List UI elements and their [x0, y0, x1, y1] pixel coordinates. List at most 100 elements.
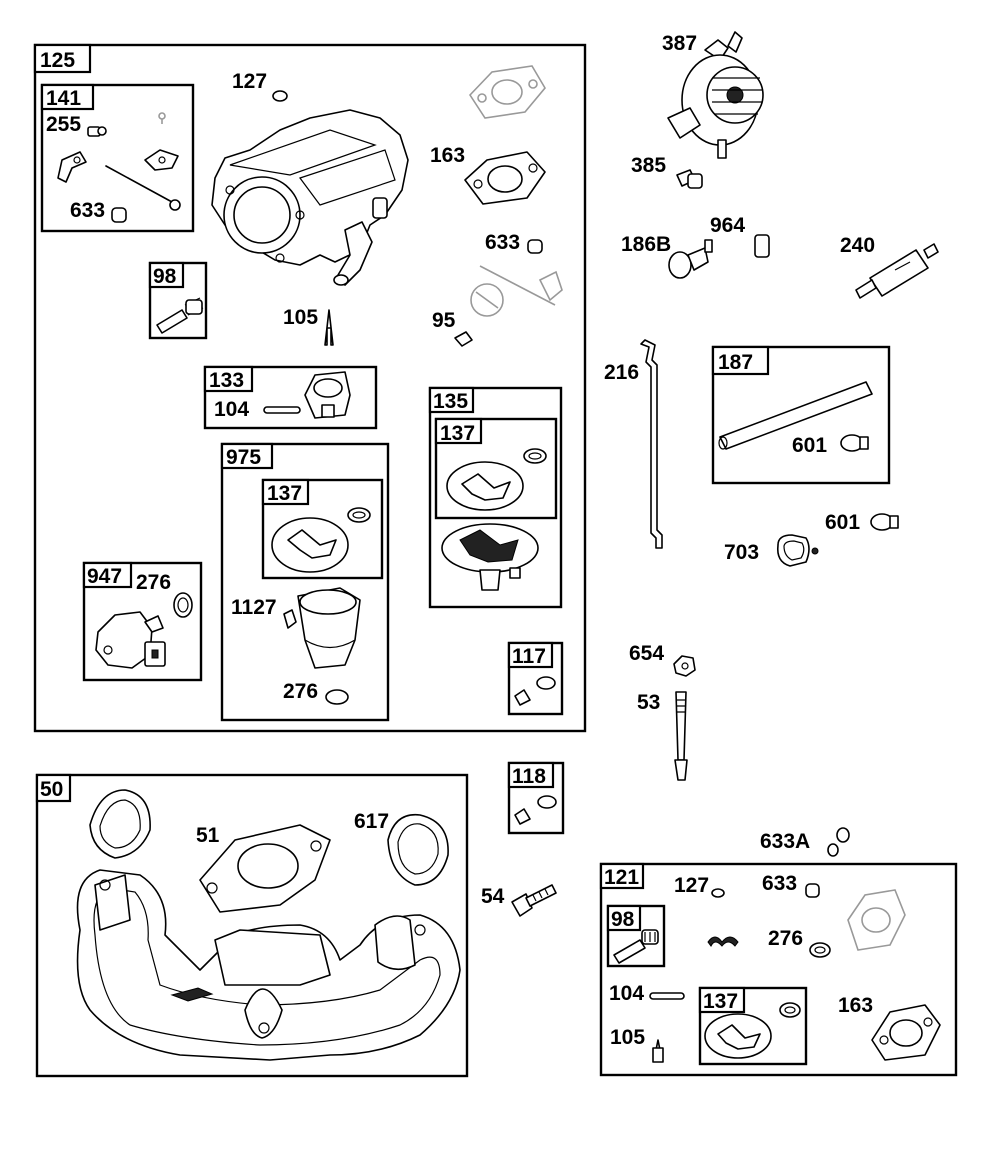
part-label-276-975[interactable]: 276 [283, 680, 318, 703]
group-box-121 [599, 862, 958, 1077]
part-label-186B[interactable]: 186B [621, 233, 671, 256]
part-label-276-947[interactable]: 276 [136, 571, 171, 594]
part-label-51[interactable]: 51 [196, 824, 220, 847]
screw-118-icon [514, 808, 531, 825]
group-label-975[interactable]: 975 [226, 446, 261, 469]
part-label-104-133[interactable]: 104 [214, 398, 249, 421]
group-box-137-975 [261, 478, 384, 580]
group-label-98-125[interactable]: 98 [153, 265, 177, 288]
part-label-163-121[interactable]: 163 [838, 994, 873, 1017]
bushing-121-icon [805, 883, 820, 898]
pin-spring-121-icon [613, 929, 659, 964]
group-label-125[interactable]: 125 [40, 49, 75, 72]
part-label-1127[interactable]: 1127 [231, 596, 277, 619]
carburetor-body-icon [211, 109, 409, 286]
group-box-125 [33, 43, 587, 733]
group-box-947 [82, 561, 203, 682]
float-pin-121-icon [649, 992, 685, 1000]
group-box-50 [35, 773, 469, 1078]
part-label-127-125[interactable]: 127 [232, 70, 267, 93]
group-label-98-121[interactable]: 98 [611, 908, 635, 931]
float-pin-icon [263, 406, 301, 414]
diaphragm-121-icon [704, 1002, 801, 1059]
part-label-53[interactable]: 53 [637, 691, 660, 714]
part-label-255[interactable]: 255 [46, 113, 81, 136]
bushing-icon [527, 239, 543, 254]
part-label-633A[interactable]: 633A [760, 830, 810, 853]
group-tag-137-975 [261, 478, 310, 506]
part-label-105-125[interactable]: 105 [283, 306, 318, 329]
group-tag-137-121 [698, 986, 746, 1014]
part-label-617[interactable]: 617 [354, 810, 389, 833]
fuel-filter-icon [855, 243, 939, 299]
manifold-gasket-ring-left-icon [89, 789, 151, 859]
group-tag-121 [599, 862, 645, 890]
group-tag-50 [35, 773, 72, 803]
group-tag-98-121 [606, 904, 642, 932]
o-ring-icon [272, 90, 288, 102]
group-label-118[interactable]: 118 [512, 765, 546, 788]
group-tag-125 [33, 43, 92, 74]
part-label-633-125[interactable]: 633 [485, 231, 520, 254]
part-label-104-121[interactable]: 104 [609, 982, 644, 1005]
float-icon [304, 371, 351, 419]
group-label-121[interactable]: 121 [604, 866, 639, 889]
part-label-601[interactable]: 601 [825, 511, 860, 534]
gasket-gray-icon [468, 65, 546, 119]
group-label-137-975[interactable]: 137 [267, 482, 302, 505]
seal-ring-icon [173, 592, 193, 618]
group-box-187 [711, 345, 891, 485]
group-tag-137-135 [434, 417, 483, 445]
group-tag-98-125 [148, 261, 185, 289]
part-label-105-121[interactable]: 105 [610, 1026, 645, 1049]
part-label-216[interactable]: 216 [604, 361, 639, 384]
part-label-964[interactable]: 964 [710, 214, 745, 237]
gasket-icon [464, 151, 546, 205]
group-label-133[interactable]: 133 [209, 369, 244, 392]
part-label-387[interactable]: 387 [662, 32, 697, 55]
group-label-187[interactable]: 187 [718, 351, 753, 374]
manifold-gasket-ring-right-icon [387, 813, 449, 886]
part-label-703[interactable]: 703 [724, 541, 759, 564]
governor-link-icon [640, 339, 663, 549]
fitting-icon [668, 239, 713, 279]
screw-117-icon [514, 689, 531, 706]
group-label-135[interactable]: 135 [433, 390, 468, 413]
group-label-117[interactable]: 117 [512, 645, 546, 668]
group-tag-117 [507, 641, 554, 669]
group-label-141[interactable]: 141 [46, 87, 81, 110]
group-label-50[interactable]: 50 [40, 778, 63, 801]
part-label-633-121[interactable]: 633 [762, 872, 797, 895]
group-tag-975 [220, 442, 274, 470]
group-box-137-121 [698, 986, 808, 1066]
group-box-133 [203, 365, 378, 430]
part-label-163-125[interactable]: 163 [430, 144, 465, 167]
bowl-screw-icon [283, 609, 297, 629]
bushing-633A-2-icon [827, 843, 839, 857]
fuel-line-sleeve-icon [754, 234, 770, 258]
group-box-137-135 [434, 417, 558, 520]
intake-gasket-icon [199, 824, 331, 913]
group-label-137-121[interactable]: 137 [703, 990, 738, 1013]
part-label-276-121[interactable]: 276 [768, 927, 803, 950]
o-ring-121-icon [711, 888, 725, 898]
part-label-54[interactable]: 54 [481, 885, 505, 908]
bowl-gasket-kit-icon [271, 507, 371, 573]
part-label-127-121[interactable]: 127 [674, 874, 709, 897]
group-tag-947 [82, 561, 133, 589]
fuel-pump-icon [667, 31, 764, 159]
group-label-137-135[interactable]: 137 [440, 422, 475, 445]
part-label-601-187[interactable]: 601 [792, 434, 827, 457]
group-tag-141 [40, 83, 95, 111]
part-label-95[interactable]: 95 [432, 309, 456, 332]
pump-screw-icon [676, 169, 703, 189]
spring-121-icon [707, 936, 739, 947]
part-label-633-141[interactable]: 633 [70, 199, 105, 222]
group-label-947[interactable]: 947 [87, 565, 122, 588]
group-box-975 [220, 442, 390, 722]
part-label-385[interactable]: 385 [631, 154, 666, 177]
intake-manifold-icon [76, 869, 461, 1061]
fuel-solenoid-icon [95, 611, 166, 669]
part-label-654[interactable]: 654 [629, 642, 664, 665]
part-label-240[interactable]: 240 [840, 234, 875, 257]
